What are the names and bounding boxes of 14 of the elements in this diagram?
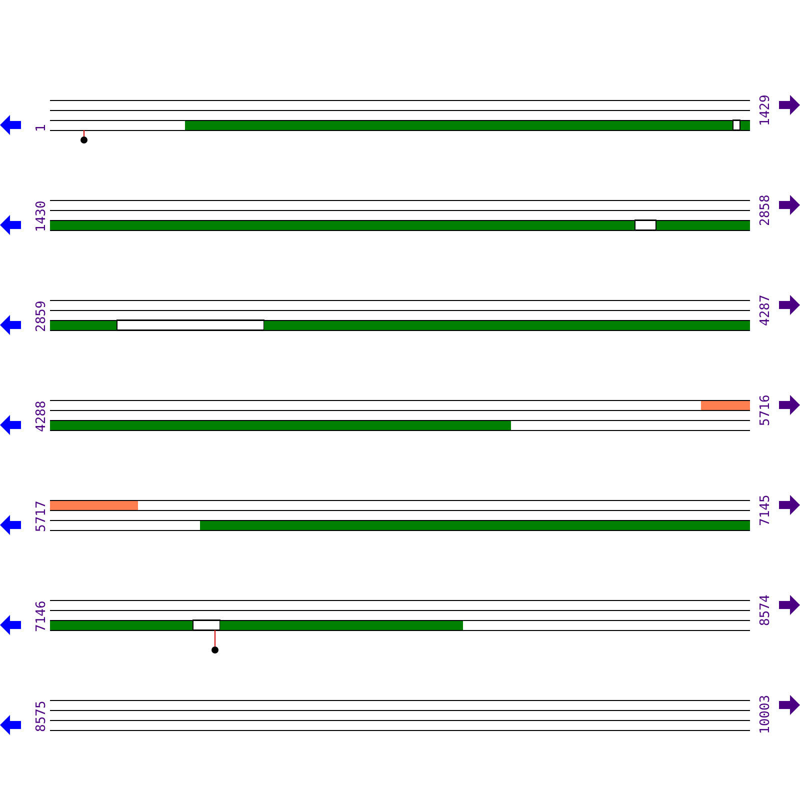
position-label: 7146: [35, 600, 48, 632]
position-label: 1430: [35, 200, 48, 232]
position-label: 5717: [35, 500, 48, 532]
position-label: 1: [35, 124, 48, 132]
position-label: 8575: [35, 700, 48, 732]
position-label: 4288: [35, 400, 48, 432]
position-label: 5716: [759, 394, 772, 426]
position-label: 2858: [759, 194, 772, 226]
position-label: 4287: [759, 294, 772, 326]
position-label: 7145: [759, 494, 772, 526]
position-label: 2859: [35, 300, 48, 332]
position-label: 10003: [759, 694, 772, 734]
position-label: 1429: [759, 94, 772, 126]
position-label: 8574: [759, 594, 772, 626]
